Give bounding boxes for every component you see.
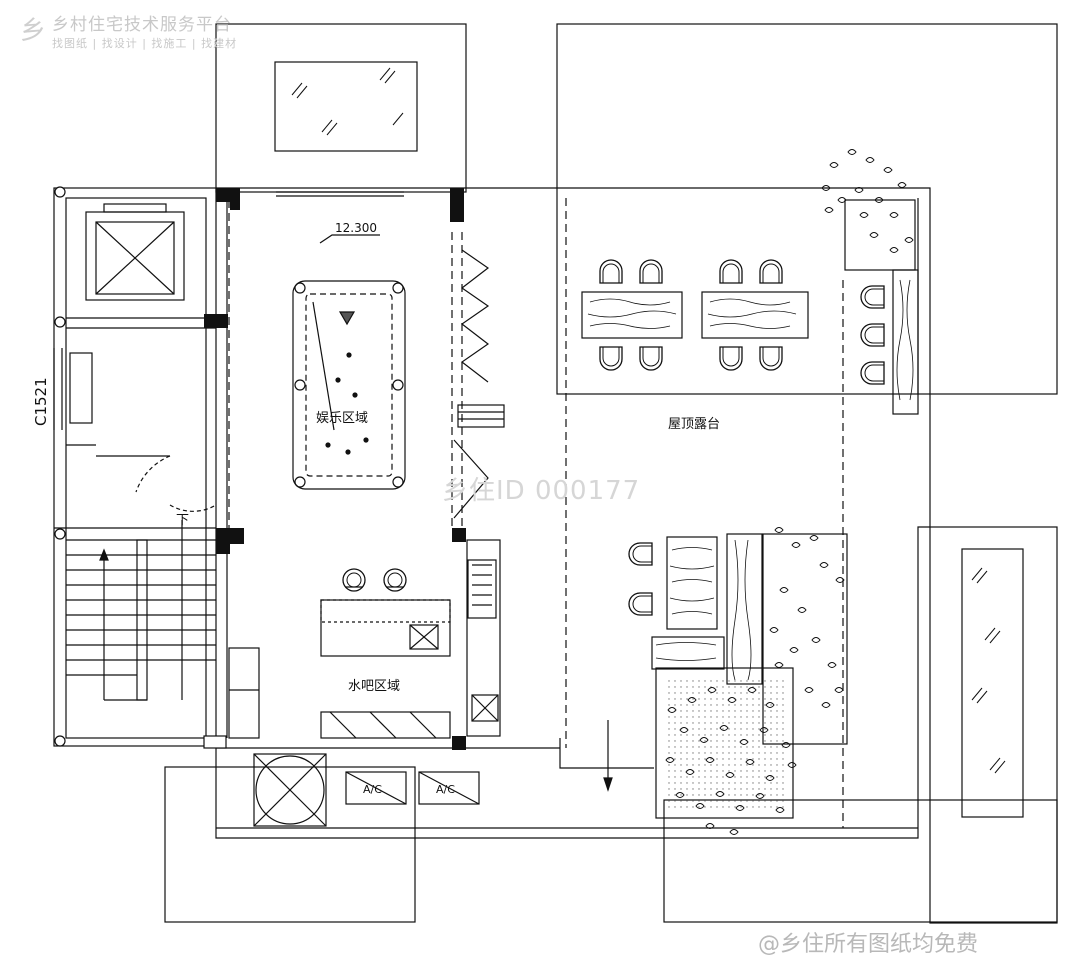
roof-terrace-label: 屋顶露台 — [668, 417, 720, 432]
watermark-center-id: 乡住ID 000177 — [442, 476, 641, 506]
watermark-footer: @乡住所有图纸均免费 — [758, 932, 979, 957]
ac-unit-label-2: A/C — [436, 783, 455, 796]
water-bar-area-label: 水吧区域 — [348, 679, 400, 694]
skylight-top — [274, 61, 418, 152]
lower-roof-outline-bottom-left — [164, 766, 416, 923]
skylight-right — [961, 548, 1024, 818]
bar-stools — [342, 568, 407, 592]
watermark-logo: 乡 — [20, 16, 47, 46]
stair-down-label: 下 — [176, 513, 189, 528]
window-code-label: C1521 — [32, 377, 50, 426]
dining-chairs — [599, 259, 885, 616]
lower-roof-outline-right — [556, 23, 1058, 395]
watermark-subtitle: 找图纸 | 找设计 | 找施工 | 找建材 — [52, 37, 238, 50]
lower-roof-outline-bottom-right — [663, 799, 1058, 923]
lower-roof-outline-right-bottom — [929, 526, 1058, 924]
lower-roof-outline-top — [215, 23, 467, 193]
entertainment-area-label: 娱乐区域 — [316, 411, 368, 426]
elevation-label: 12.300 — [335, 221, 377, 235]
ac-unit-label-1: A/C — [363, 783, 382, 796]
watermark-title: 乡村住宅技术服务平台 — [52, 15, 232, 35]
